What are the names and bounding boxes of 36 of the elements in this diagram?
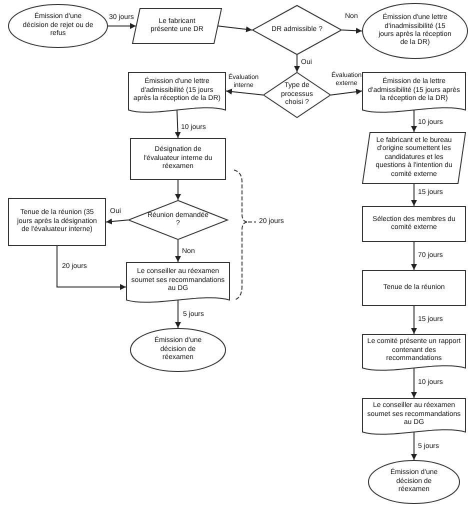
arrow <box>106 218 128 224</box>
arrow <box>411 306 417 334</box>
terminal-ellipse <box>8 4 108 48</box>
process-box <box>362 206 466 242</box>
process-box <box>130 138 226 180</box>
arrow <box>175 300 181 328</box>
arrow <box>411 432 417 460</box>
terminal-ellipse <box>130 328 226 372</box>
arrow <box>175 180 181 200</box>
arrow <box>411 184 417 206</box>
arrow <box>218 26 252 32</box>
terminal-ellipse <box>362 3 468 59</box>
arrow <box>411 110 417 132</box>
arrow <box>56 246 126 290</box>
arrow <box>411 368 417 398</box>
process-box <box>362 270 466 306</box>
decision-diamond <box>128 200 228 240</box>
arrow <box>175 240 181 262</box>
arrow <box>108 23 136 29</box>
arrow <box>342 28 362 34</box>
arrow <box>330 88 362 96</box>
decision-diamond <box>252 5 342 55</box>
arrow <box>411 242 417 270</box>
decision-diamond <box>263 72 331 118</box>
terminal-ellipse <box>368 460 460 504</box>
arrow <box>174 110 181 138</box>
document-shape <box>126 262 230 306</box>
document-shape <box>362 398 466 438</box>
arrow <box>226 88 264 96</box>
document-shape <box>362 334 466 374</box>
input-parallelogram <box>132 8 222 44</box>
document-shape <box>128 72 226 116</box>
arrow <box>294 54 300 72</box>
process-box <box>8 198 106 246</box>
input-parallelogram <box>362 132 466 184</box>
document-shape <box>362 72 466 116</box>
